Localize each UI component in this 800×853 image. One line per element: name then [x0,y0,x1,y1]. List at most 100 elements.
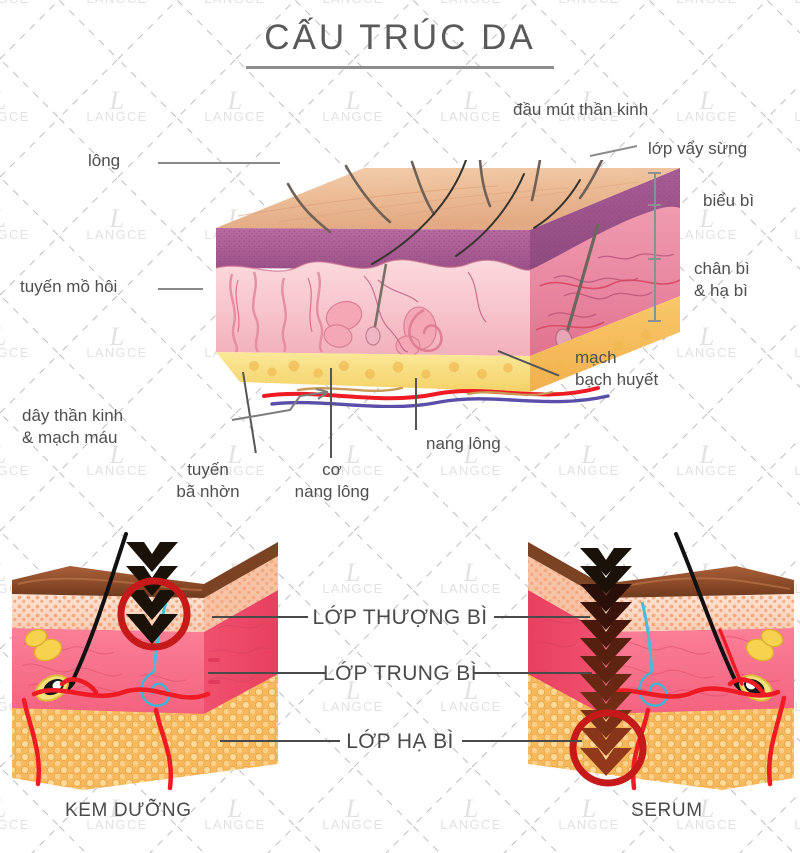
watermark-brand-text: LANGCE [0,817,30,832]
caption-serum: SERUM [631,800,703,821]
watermark-brand-text: LANGCE [766,0,800,5]
watermark-brand-text: LANGCE [794,109,800,124]
watermark-l-monogram: L [109,322,125,351]
watermark-brand-text: LANGCE [86,345,148,360]
layer-bracket [648,172,662,322]
serum-penetration-diagram [498,532,798,800]
watermark-l-monogram: L [581,440,597,469]
title-underline [246,66,554,69]
watermark-brand-text: LANGCE [794,227,800,242]
watermark-brand-text: LANGCE [86,463,148,478]
leader-nerve-blood [231,388,329,421]
watermark-brand-text: LANGCE [440,463,502,478]
watermark-l-monogram: L [766,324,800,350]
label-hair-follicle: nang lông [426,434,501,453]
watermark-brand-text: LANGCE [0,0,58,5]
watermark-brand-text: LANGCE [322,817,384,832]
leader-sweat-gland [158,288,203,290]
label-nerve-endings: đầu mút thần kinh [513,100,649,119]
watermark-brand-text: LANGCE [676,463,738,478]
watermark-l-monogram: L [699,440,715,469]
watermark-l-monogram: L [345,794,361,823]
label-dermis-hypodermis: chân bì & hạ bì [694,259,750,300]
watermark-l-monogram: L [699,86,715,115]
watermark-l-monogram: L [766,206,800,232]
label-arrector-pili: cơ nang lông [294,460,370,501]
watermark-brand-text: LANGCE [0,463,30,478]
cream-penetration-diagram [8,532,304,800]
watermark-brand-text: LANGCE [794,345,800,360]
label-lop-thuong-bi: LỚP THƯỢNG BÌ [312,606,488,629]
watermark-l-monogram: L [345,558,361,587]
label-sebaceous-gland: tuyến bã nhờn [176,460,240,501]
watermark-brand-text: LANGCE [58,0,176,5]
watermark-brand-text: LANGCE [648,0,766,5]
watermark-brand-text: LANGCE [412,0,530,5]
watermark-brand-text: LANGCE [558,463,620,478]
page-title: CẤU TRÚC DA [264,18,536,57]
watermark-brand-text: LANGCE [676,109,738,124]
watermark-brand-text: LANGCE [86,109,148,124]
cream-skin-illustration [12,532,279,791]
label-stratum-corneum: lớp vẩy sừng [648,139,748,158]
watermark-brand-text: LANGCE [204,817,266,832]
watermark-brand-text: LANGCE [0,345,30,360]
watermark-l-monogram: L [0,88,58,114]
watermark-brand-text: LANGCE [322,109,384,124]
watermark-brand-text: LANGCE [322,581,384,596]
caption-kem-duong: KEM DƯỠNG [65,800,192,821]
leader-follicle [415,378,417,430]
watermark-l-monogram: L [109,86,125,115]
watermark-brand-text: LANGCE [440,817,502,832]
label-lymph-vessel: mạch bạch huyết [575,348,659,389]
watermark-brand-text: LANGCE [0,109,30,124]
page-header: CẤU TRÚC DA [0,18,800,69]
leader-hair [158,162,280,164]
watermark-l-monogram: L [345,86,361,115]
watermark-l-monogram: L [766,88,800,114]
watermark-brand-text: LANGCE [794,463,800,478]
watermark-l-monogram: L [0,324,58,350]
watermark-brand-text: LANGCE [794,817,800,832]
watermark-brand-text: LANGCE [294,0,412,5]
label-lop-trung-bi: LỚP TRUNG BÌ [323,662,477,685]
watermark-brand-text: LANGCE [176,0,294,5]
watermark-l-monogram: L [109,204,125,233]
label-sweat-gland: tuyến mồ hôi [20,277,118,296]
serum-skin-illustration [528,532,794,791]
watermark-l-monogram: L [227,86,243,115]
label-lop-ha-bi: LỚP HẠ BÌ [346,730,454,753]
watermark-brand-text: LANGCE [0,227,30,242]
watermark-brand-text: LANGCE [86,227,148,242]
watermark-brand-text: LANGCE [204,109,266,124]
label-nerve-blood: dây thần kinh & mạch máu [22,406,124,447]
watermark-l-monogram: L [766,442,800,468]
watermark-brand-text: LANGCE [530,0,648,5]
